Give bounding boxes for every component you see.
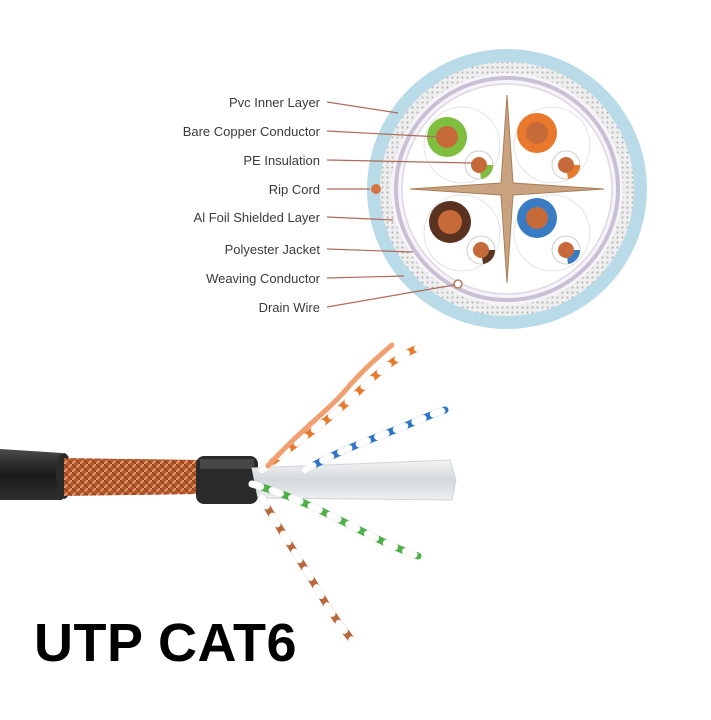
brown-pair: [429, 201, 496, 265]
label-pvc-inner-layer: Pvc Inner Layer: [229, 95, 321, 110]
green-pair: [427, 117, 494, 180]
drain-wire-dot: [453, 279, 463, 289]
label-al-foil-shielded-layer: Al Foil Shielded Layer: [194, 210, 321, 225]
rip-cord-dot: [371, 184, 381, 194]
cross-filler: [409, 94, 605, 284]
label-polyester-jacket: Polyester Jacket: [225, 242, 321, 257]
leader-lines: [326, 101, 473, 308]
label-rip-cord: Rip Cord: [269, 182, 320, 197]
label-drain-wire: Drain Wire: [259, 300, 320, 315]
blue-pair: [517, 198, 581, 265]
labels: Pvc Inner Layer Bare Copper Conductor PE…: [183, 95, 321, 315]
cable-type-title: UTP CAT6: [34, 613, 298, 673]
cable-outer-jacket: [0, 449, 67, 500]
orange-pair: [517, 113, 581, 180]
label-bare-copper-conductor: Bare Copper Conductor: [183, 124, 321, 139]
cross-section: [367, 49, 647, 329]
label-weaving-conductor: Weaving Conductor: [206, 271, 321, 286]
cable-illustration: [0, 342, 457, 644]
copper-braid: [64, 458, 200, 496]
foil-shield-ring: [394, 76, 620, 302]
label-pe-insulation: PE Insulation: [243, 153, 320, 168]
